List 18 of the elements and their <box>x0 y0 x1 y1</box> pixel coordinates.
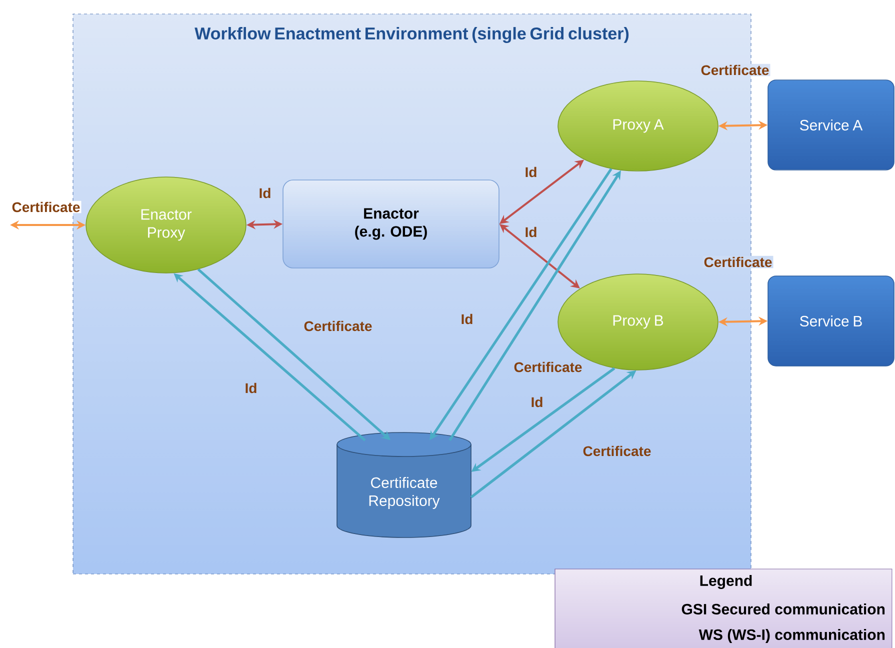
legend-title: Legend <box>700 574 752 590</box>
repository-cylinder: Certificate Repository <box>336 432 472 538</box>
edge-label: Certificate <box>10 200 82 214</box>
edge-label: Id <box>462 314 472 324</box>
edge-label: Id <box>260 188 270 198</box>
service-box: Service A <box>768 80 894 170</box>
edge-label: Certificate <box>700 64 770 76</box>
edge-label: Id <box>532 396 542 408</box>
edge-label: Certificate <box>304 320 372 332</box>
edge-label: Certificate <box>583 446 651 456</box>
edge-label: Id <box>246 382 256 394</box>
edge-label: Id <box>526 166 536 178</box>
legend-entry: GSI Secured communication <box>682 603 885 614</box>
edge-label: Certificate <box>702 256 774 268</box>
service-box: Service B <box>768 276 894 366</box>
legend-entry: WS (WS-I) communication <box>698 629 885 643</box>
enactor-box: Enactor (e.g. ODE) <box>282 180 500 268</box>
edge-label: Id <box>526 226 536 238</box>
